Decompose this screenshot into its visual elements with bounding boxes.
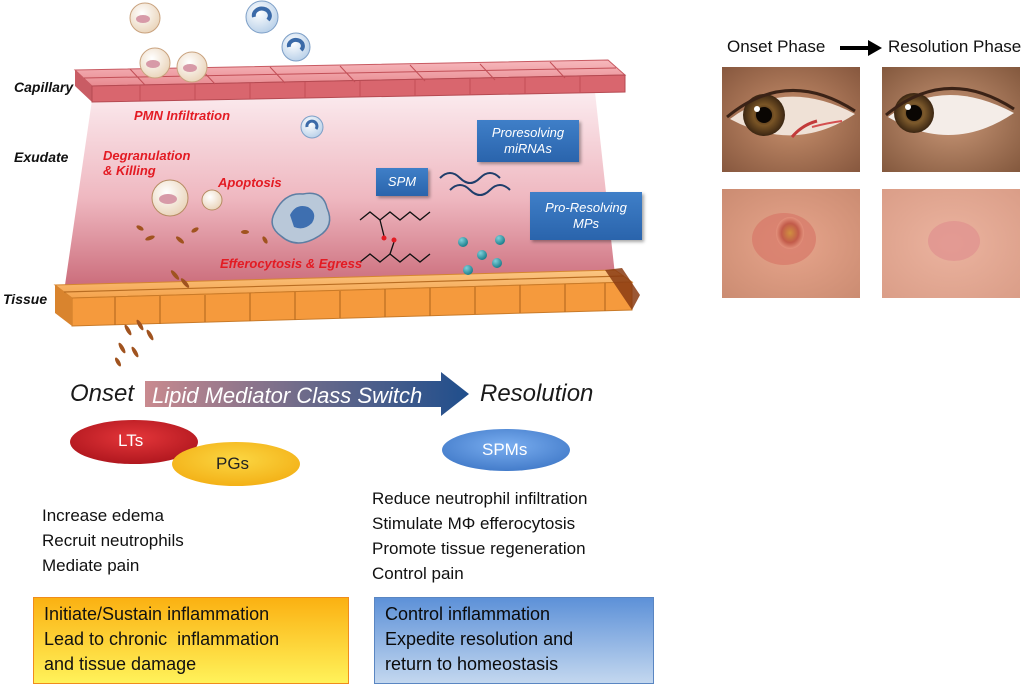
- onset-skin-photo: [722, 189, 860, 298]
- mirnas-line2: miRNAs: [504, 141, 552, 156]
- onset-eye-photo: [722, 67, 860, 172]
- onset-mediators: [70, 420, 300, 486]
- mps-line1: Pro-Resolving: [545, 199, 627, 215]
- microparticles: [458, 235, 505, 275]
- resolution-outcome-line: Control inflammation: [385, 604, 551, 624]
- lts-label: LTs: [118, 431, 144, 450]
- onset-outcome-line: Lead to chronic inflammation: [44, 629, 280, 649]
- apoptosis-label: Apoptosis: [218, 175, 282, 190]
- resolution-outcome-line: Expedite resolution and: [385, 629, 574, 649]
- onset-effect: Recruit neutrophils: [42, 531, 184, 550]
- pmn-infiltration-label: PMN Infiltration: [134, 108, 231, 123]
- onset-effect: Increase edema: [42, 506, 164, 525]
- mirnas-line1: Proresolving: [491, 124, 565, 140]
- apoptotic-debris: [114, 225, 268, 367]
- proresolving-mirnas-box: Proresolving miRNAs: [477, 120, 579, 162]
- resolution-effect: Stimulate MΦ efferocytosis: [372, 514, 576, 533]
- onset-outcome-line: and tissue damage: [44, 654, 197, 674]
- onset-effect: Mediate pain: [42, 556, 140, 575]
- spms-ellipse: [442, 429, 570, 471]
- capillary-label: Capillary: [14, 79, 74, 95]
- resolution-phase-label: Resolution Phase: [888, 37, 1022, 56]
- mirna-strands: [439, 172, 511, 196]
- onset-effects-list: Increase edema Recruit neutrophils Media…: [42, 503, 184, 578]
- onset-outcome-box: Initiate/Sustain inflammation Lead to ch…: [33, 597, 349, 684]
- hydroxyl-marks: [381, 235, 397, 243]
- tissue-wall: [53, 268, 640, 327]
- neutrophil-cells: [129, 2, 223, 217]
- class-switch-label: Lipid Mediator Class Switch: [152, 383, 423, 408]
- degranulation-line2: & Killing: [103, 163, 156, 178]
- resolution-label: Resolution: [480, 380, 594, 407]
- macrophage-cells: [245, 0, 331, 244]
- resolution-effect: Promote tissue regeneration: [372, 539, 586, 558]
- degranulation-line1: Degranulation: [103, 148, 191, 163]
- pgs-ellipse: [172, 442, 300, 486]
- pro-resolving-mps-box: Pro-Resolving MPs: [530, 192, 642, 240]
- spm-structures: [359, 211, 431, 263]
- resolution-skin-photo: [882, 189, 1020, 298]
- onset-outcome-line: Initiate/Sustain inflammation: [44, 604, 270, 624]
- resolution-effect: Reduce neutrophil infiltration: [372, 489, 588, 508]
- mps-line2: MPs: [573, 216, 599, 231]
- resolution-mediators: [442, 429, 570, 471]
- exudate-label: Exudate: [14, 149, 69, 165]
- spm-box: SPM: [376, 168, 428, 196]
- tissue-label: Tissue: [3, 291, 48, 307]
- resolution-effect: Control pain: [372, 564, 464, 583]
- onset-label: Onset: [70, 380, 135, 407]
- efferocytosis-label: Efferocytosis & Egress: [220, 256, 363, 271]
- onset-phase-label: Onset Phase: [727, 37, 826, 56]
- lts-ellipse: [70, 420, 198, 464]
- degranulation-label: Degranulation & Killing: [103, 148, 190, 178]
- phase-arrow-icon: [840, 40, 882, 56]
- inflammation-diagram: [53, 0, 640, 367]
- resolution-outcome-line: return to homeostasis: [385, 654, 559, 674]
- pgs-label: PGs: [216, 454, 250, 473]
- resolution-effects-list: Reduce neutrophil infiltration Stimulate…: [372, 486, 587, 586]
- class-switch-arrow: [145, 372, 469, 416]
- spm-box-label: SPM: [387, 173, 417, 189]
- spms-label: SPMs: [482, 440, 528, 459]
- resolution-eye-photo: [882, 67, 1020, 172]
- capillary-wall: [73, 59, 627, 103]
- resolution-outcome-box: Control inflammation Expedite resolution…: [374, 597, 654, 684]
